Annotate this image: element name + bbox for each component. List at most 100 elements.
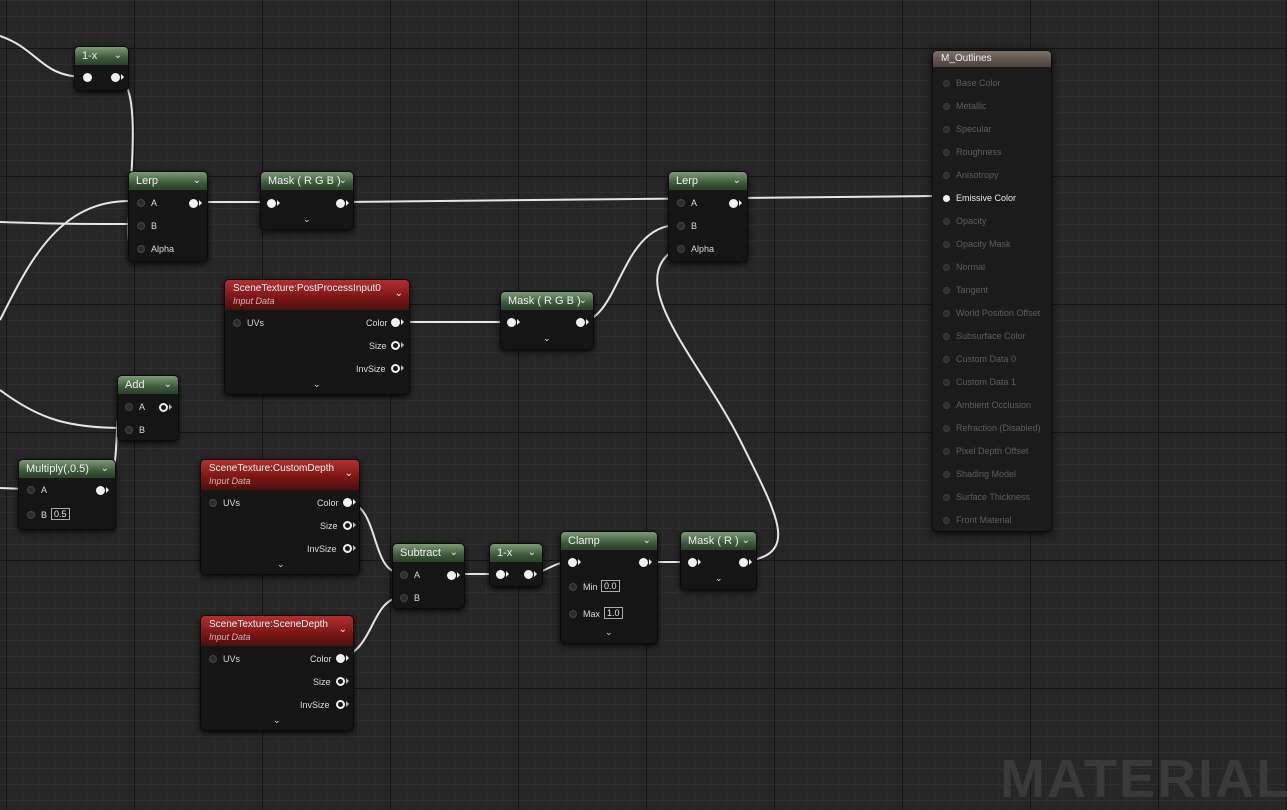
one-minus-node[interactable]: 1-x⌄ (489, 543, 543, 587)
mask-node[interactable]: Mask ( R G B )⌄ ⌄ (260, 171, 354, 230)
chevron-down-icon[interactable]: ⌄ (578, 295, 587, 306)
result-input-row[interactable]: Tangent (943, 284, 988, 296)
input-pin[interactable] (943, 287, 950, 295)
chevron-down-icon[interactable]: ⌄ (100, 463, 109, 474)
input-pin-a[interactable] (27, 486, 35, 494)
node-header[interactable]: SceneTexture:SceneDepth Input Data ⌄ (201, 616, 353, 646)
result-input-row[interactable]: Metallic (943, 100, 987, 112)
node-header[interactable]: Subtract⌄ (393, 544, 464, 562)
clamp-node[interactable]: Clamp⌄ Min 0.0 Max 1.0 ⌄ (560, 531, 658, 644)
result-input-row[interactable]: Surface Thickness (943, 491, 1030, 503)
input-pin[interactable] (943, 126, 950, 134)
result-input-row[interactable]: Ambient Occlusion (943, 399, 1031, 411)
chevron-down-icon[interactable]: ⌄ (642, 535, 651, 546)
max-value-input[interactable]: 1.0 (604, 607, 623, 619)
input-pin[interactable] (943, 218, 950, 226)
input-pin-uvs[interactable] (209, 499, 217, 507)
subtract-node[interactable]: Subtract⌄ A B (392, 543, 465, 609)
input-pin-a[interactable] (677, 199, 685, 207)
input-pin[interactable] (943, 241, 950, 249)
input-pin-b[interactable] (27, 511, 35, 519)
input-pin[interactable] (943, 80, 950, 88)
expand-chevron-icon[interactable]: ⌄ (313, 379, 321, 389)
b-value-input[interactable]: 0.5 (51, 508, 70, 520)
chevron-down-icon[interactable]: ⌄ (741, 535, 750, 546)
input-pin-a[interactable] (125, 403, 133, 411)
output-pin[interactable] (739, 558, 748, 567)
input-pin[interactable] (943, 494, 950, 502)
node-header[interactable]: Lerp⌄ (669, 172, 747, 190)
node-header[interactable]: Clamp⌄ (561, 532, 657, 550)
input-pin-a[interactable] (137, 199, 145, 207)
input-pin[interactable] (943, 172, 950, 180)
chevron-down-icon[interactable]: ⌄ (338, 175, 347, 186)
result-input-row[interactable]: Specular (943, 123, 992, 135)
input-pin[interactable] (943, 379, 950, 387)
output-pin-color[interactable] (391, 318, 400, 327)
input-pin-uvs[interactable] (209, 655, 217, 663)
chevron-down-icon[interactable]: ⌄ (113, 50, 122, 61)
output-pin-size[interactable] (391, 341, 400, 350)
result-input-row[interactable]: Anisotropy (943, 169, 999, 181)
result-input-row[interactable]: Front Material (943, 514, 1012, 526)
input-pin[interactable] (568, 558, 577, 567)
result-input-row[interactable]: Pixel Depth Offset (943, 445, 1028, 457)
result-node-title[interactable]: M_Outlines (933, 51, 1051, 67)
one-minus-node[interactable]: 1-x⌄ (74, 46, 129, 91)
input-pin[interactable] (496, 570, 505, 579)
node-header[interactable]: Lerp⌄ (129, 172, 207, 190)
lerp-node[interactable]: Lerp⌄ A B Alpha (128, 171, 208, 262)
chevron-down-icon[interactable]: ⌄ (527, 547, 536, 558)
output-pin-size[interactable] (343, 521, 352, 530)
expand-chevron-icon[interactable]: ⌄ (715, 573, 723, 583)
scene-texture-node[interactable]: SceneTexture:SceneDepth Input Data ⌄ UVs… (200, 615, 354, 731)
input-pin[interactable] (688, 558, 697, 567)
output-pin[interactable] (524, 570, 533, 579)
expand-chevron-icon[interactable]: ⌄ (303, 214, 311, 224)
node-header[interactable]: Mask ( R G B )⌄ (261, 172, 353, 190)
output-pin-size[interactable] (336, 677, 345, 686)
chevron-down-icon[interactable]: ⌄ (344, 468, 353, 479)
input-pin-b[interactable] (125, 426, 133, 434)
output-pin-color[interactable] (336, 654, 345, 663)
input-pin-min[interactable] (569, 583, 577, 591)
chevron-down-icon[interactable]: ⌄ (338, 624, 347, 635)
input-pin[interactable] (943, 333, 950, 341)
output-pin-invsize[interactable] (343, 544, 352, 553)
node-header[interactable]: Mask ( R )⌄ (681, 532, 756, 550)
input-pin-uvs[interactable] (233, 319, 241, 327)
input-pin[interactable] (943, 149, 950, 157)
input-pin-max[interactable] (569, 610, 577, 618)
expand-chevron-icon[interactable]: ⌄ (605, 627, 613, 637)
scene-texture-node[interactable]: SceneTexture:CustomDepth Input Data ⌄ UV… (200, 459, 360, 575)
input-pin[interactable] (507, 318, 516, 327)
node-header[interactable]: Multiply(,0.5)⌄ (19, 460, 115, 478)
node-header[interactable]: SceneTexture:PostProcessInput0 Input Dat… (225, 280, 409, 310)
input-pin-a[interactable] (400, 571, 408, 579)
expand-chevron-icon[interactable]: ⌄ (273, 715, 281, 725)
input-pin[interactable] (267, 199, 276, 208)
chevron-down-icon[interactable]: ⌄ (394, 288, 403, 299)
node-header[interactable]: 1-x⌄ (75, 47, 128, 65)
input-pin[interactable] (943, 471, 950, 479)
input-pin[interactable] (943, 195, 950, 203)
result-input-row[interactable]: Subsurface Color (943, 330, 1026, 342)
chevron-down-icon[interactable]: ⌄ (732, 175, 741, 186)
expand-chevron-icon[interactable]: ⌄ (543, 333, 551, 343)
input-pin[interactable] (943, 264, 950, 272)
output-pin[interactable] (159, 403, 168, 412)
result-input-row[interactable]: Roughness (943, 146, 1002, 158)
lerp-node[interactable]: Lerp⌄ A B Alpha (668, 171, 748, 262)
add-node[interactable]: Add⌄ A B (117, 375, 179, 441)
input-pin-alpha[interactable] (677, 245, 685, 253)
chevron-down-icon[interactable]: ⌄ (449, 547, 458, 558)
multiply-node[interactable]: Multiply(,0.5)⌄ A B 0.5 (18, 459, 116, 530)
node-header[interactable]: Add⌄ (118, 376, 178, 394)
chevron-down-icon[interactable]: ⌄ (192, 175, 201, 186)
result-input-row[interactable]: World Position Offset (943, 307, 1040, 319)
node-header[interactable]: 1-x⌄ (490, 544, 542, 562)
mask-node[interactable]: Mask ( R G B )⌄ ⌄ (500, 291, 594, 350)
chevron-down-icon[interactable]: ⌄ (163, 379, 172, 390)
